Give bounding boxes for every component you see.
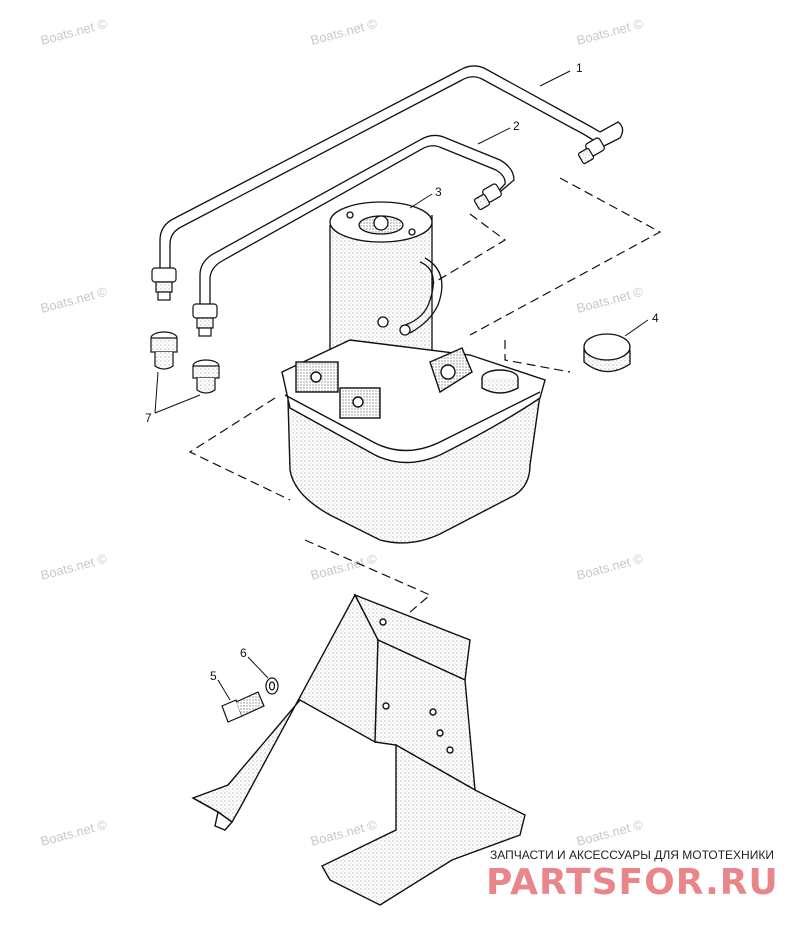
washer <box>265 677 279 695</box>
reservoir <box>281 339 546 544</box>
pump-motor <box>329 201 443 372</box>
callouts: 1 2 3 4 5 6 7 <box>145 61 659 683</box>
callout-leaders <box>154 70 649 701</box>
callout-2: 2 <box>513 119 520 133</box>
tube-2 <box>199 134 515 305</box>
promo-tagline: ЗАПЧАСТИ И АКСЕССУАРЫ ДЛЯ МОТОТЕХНИКИ <box>490 848 774 862</box>
callout-7: 7 <box>145 411 152 425</box>
watermark: Boats.net © <box>575 551 645 583</box>
fitting-2-left <box>192 303 218 337</box>
fitting-1-right <box>577 137 605 165</box>
watermark: Boats.net © <box>39 817 109 849</box>
callout-5: 5 <box>210 669 217 683</box>
fitting-1-left <box>151 267 177 301</box>
watermark: Boats.net © <box>575 284 645 316</box>
callout-3: 3 <box>435 185 442 199</box>
plug-7a <box>150 331 178 370</box>
fitting-2-right <box>473 183 502 211</box>
watermark: Boats.net © <box>39 284 109 316</box>
tube-1 <box>159 65 624 270</box>
callout-1: 1 <box>576 61 583 75</box>
watermark: Boats.net © <box>39 16 109 48</box>
watermark: Boats.net © <box>309 16 379 48</box>
reservoir-cap <box>583 333 631 373</box>
watermark: Boats.net © <box>39 551 109 583</box>
bolt <box>221 691 265 723</box>
watermark: Boats.net © <box>575 817 645 849</box>
watermark: Boats.net © <box>575 16 645 48</box>
plug-7b <box>192 359 220 394</box>
mounting-bracket <box>191 593 526 906</box>
callout-4: 4 <box>652 311 659 325</box>
watermark: Boats.net © <box>309 551 379 583</box>
callout-6: 6 <box>240 646 247 660</box>
promo-brand-logo: PARTSFOR.RU <box>486 862 779 903</box>
assembly-lines <box>188 177 662 626</box>
